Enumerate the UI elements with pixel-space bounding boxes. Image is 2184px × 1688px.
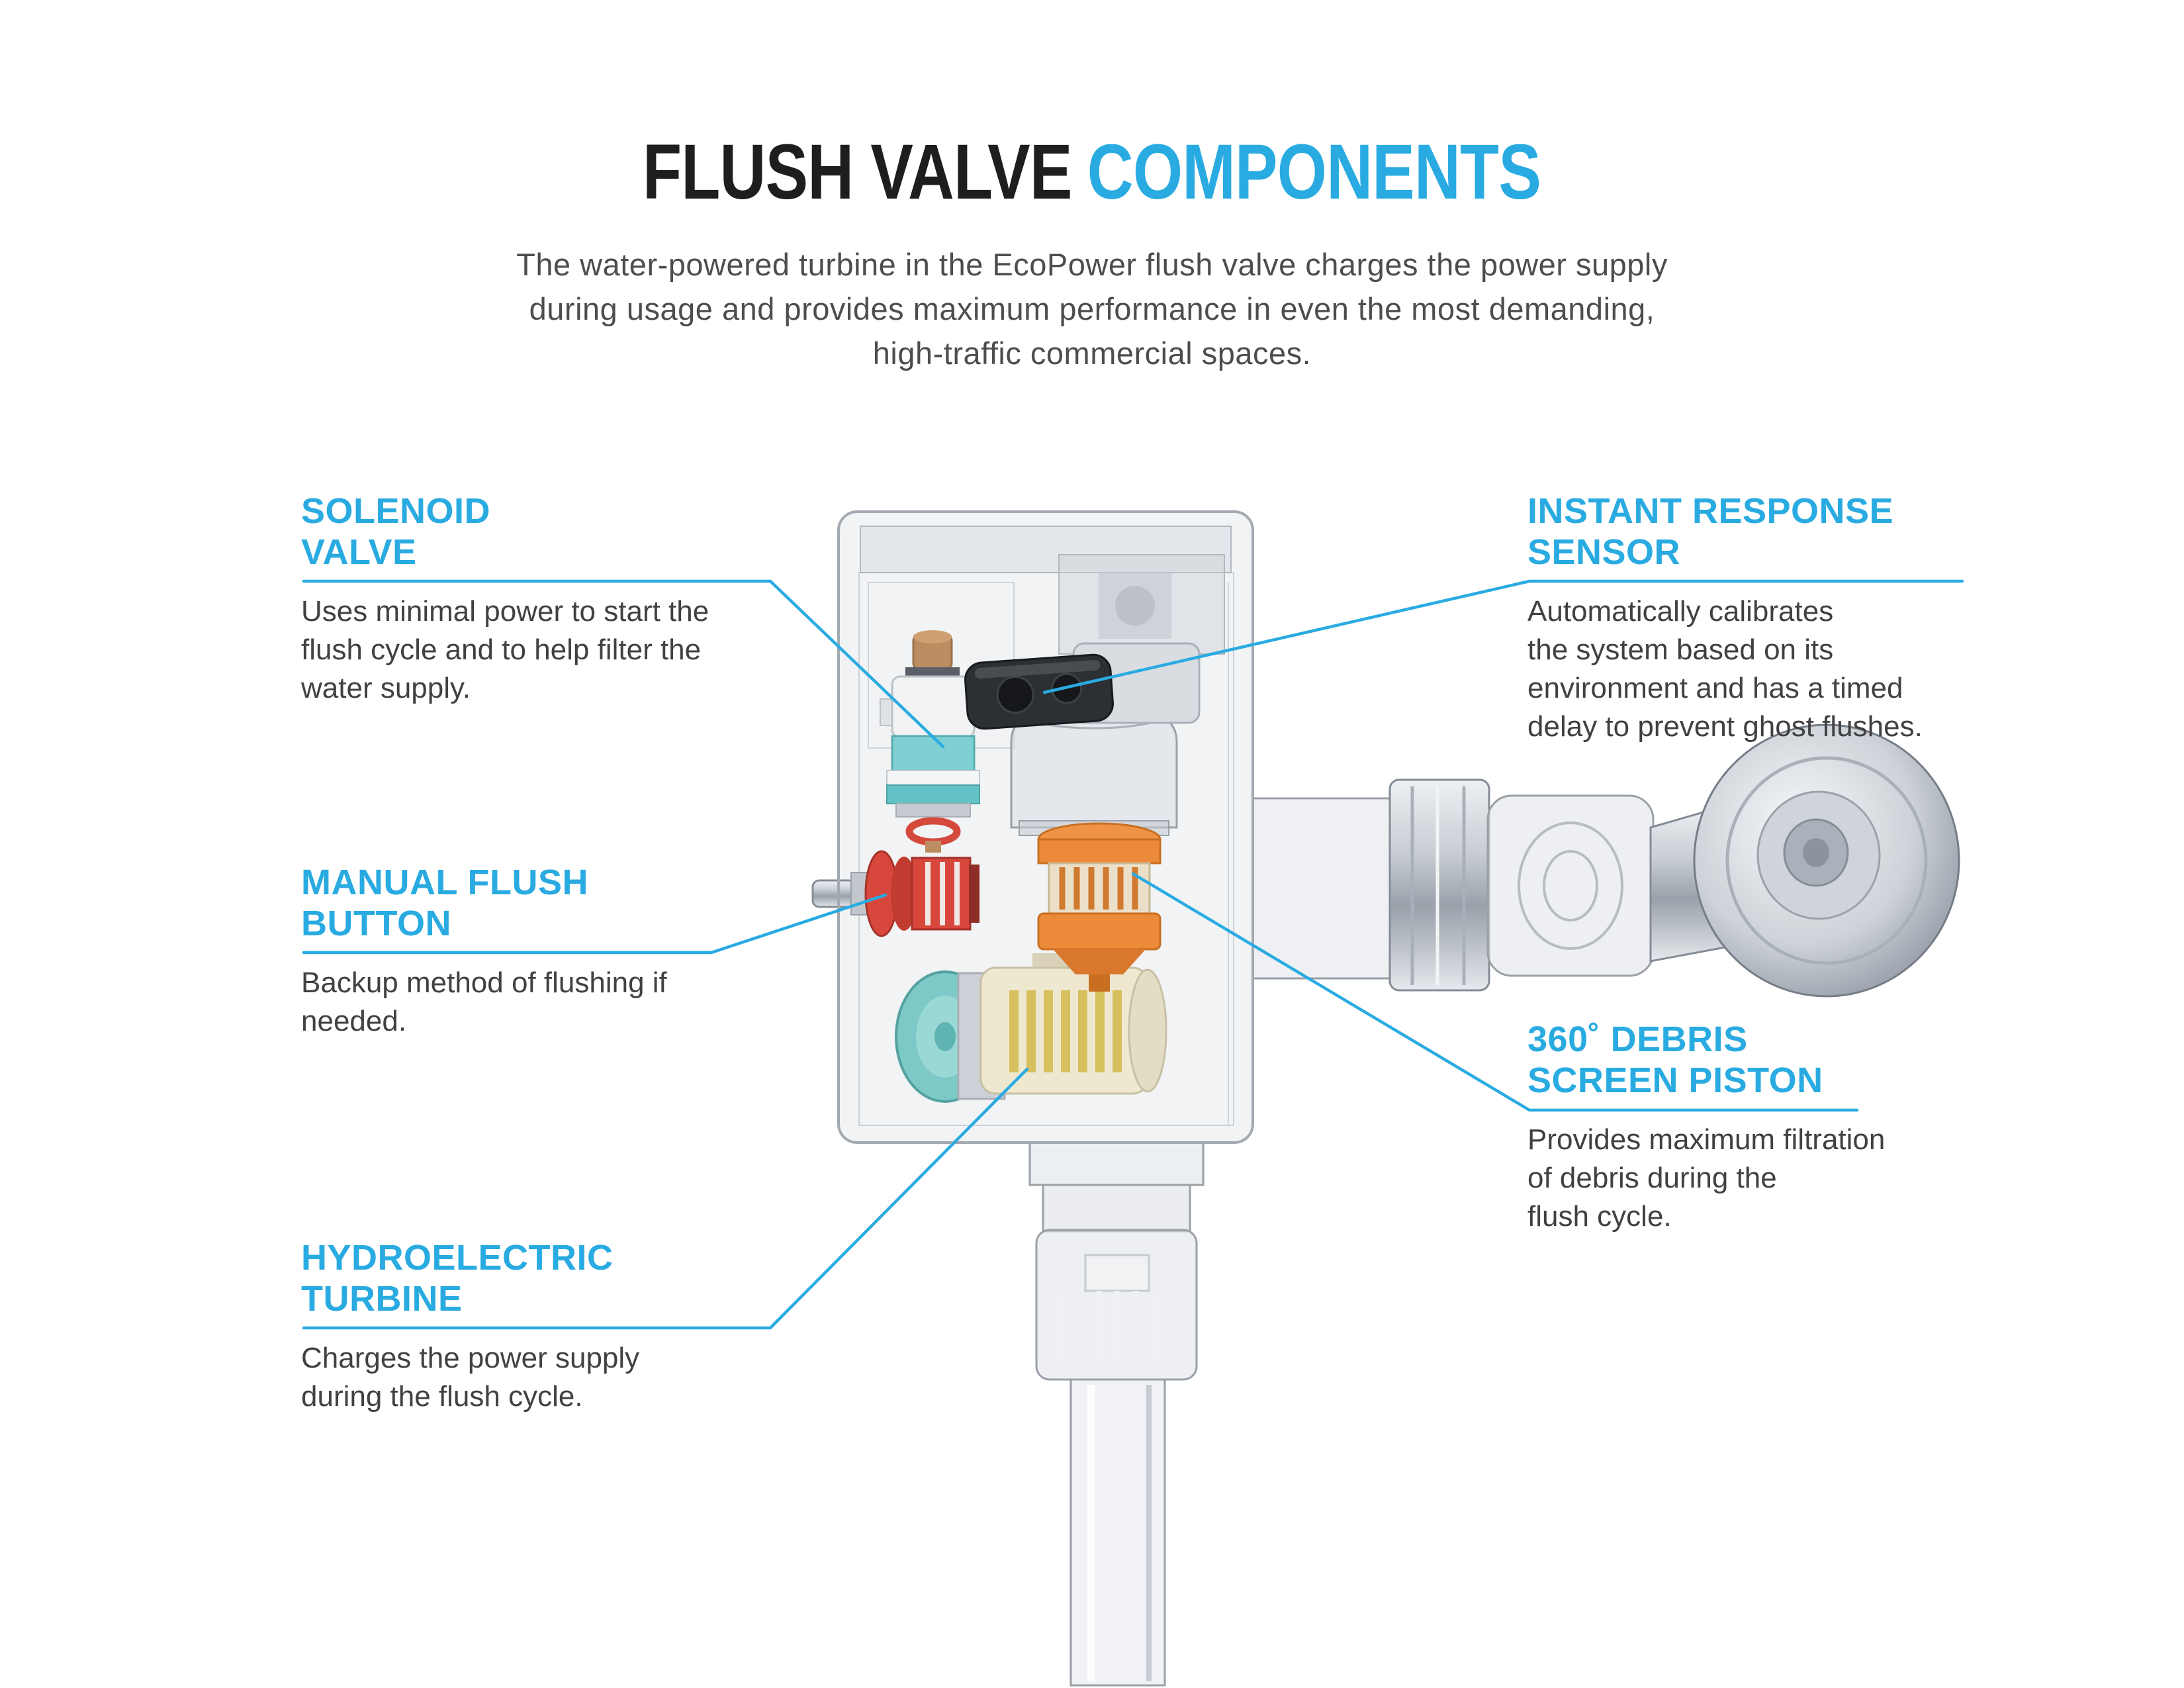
callout-instant-response-sensor: INSTANT RESPONSE SENSOR Automatically ca… — [1527, 491, 2097, 746]
callout-solenoid-title: SOLENOID VALVE — [301, 491, 491, 572]
callout-solenoid-body: Uses minimal power to start the flush cy… — [301, 595, 709, 705]
leader-line-manual-flush — [302, 893, 887, 955]
callout-turbine-title: HYDROELECTRIC TURBINE — [301, 1238, 614, 1319]
callout-sensor-body: Automatically calibrates the system base… — [1527, 595, 1923, 743]
tube-flange — [1028, 1141, 1205, 1186]
callout-debris-screen-piston: 360˚ DEBRIS SCREEN PISTON Provides maxim… — [1527, 1019, 2097, 1236]
leader-line-turbine — [302, 1067, 1029, 1330]
leader-line-solenoid — [302, 579, 945, 749]
callout-debris-title: 360˚ DEBRIS SCREEN PISTON — [1527, 1019, 1823, 1100]
callout-manual-flush-button: MANUAL FLUSH BUTTON Backup method of flu… — [301, 863, 831, 1041]
leader-lines — [302, 579, 1964, 1330]
leader-line-sensor — [1042, 579, 1964, 694]
leader-line-debris-piston — [1131, 872, 1859, 1112]
chrome-coupler — [1388, 778, 1490, 992]
top-cap — [860, 526, 1232, 573]
outlet-clear-tube — [1251, 797, 1400, 980]
instant-response-sensor-part — [964, 642, 1201, 730]
callout-hydroelectric-turbine: HYDROELECTRIC TURBINE Charges the power … — [301, 1238, 831, 1416]
outlet-assembly — [1251, 724, 1960, 998]
callout-turbine-body: Charges the power supply during the flus… — [301, 1342, 640, 1413]
title-main: FLUSH VALVE — [643, 128, 1073, 216]
hydroelectric-turbine-part — [895, 953, 1167, 1103]
sensor-eye — [996, 676, 1034, 714]
callout-manual-body: Backup method of flushing if needed. — [301, 966, 667, 1038]
callout-solenoid-valve: SOLENOID VALVE Uses minimal power to sta… — [301, 491, 831, 708]
callout-sensor-title: INSTANT RESPONSE SENSOR — [1527, 491, 1894, 572]
valve-body-outline — [837, 510, 1254, 1144]
callout-manual-title: MANUAL FLUSH BUTTON — [301, 863, 588, 943]
callout-debris-body: Provides maximum filtration of debris du… — [1527, 1123, 1886, 1233]
subtitle: The water-powered turbine in the EcoPowe… — [516, 247, 1668, 371]
vacuum-breaker-tube — [1028, 1141, 1205, 1687]
title-accent: COMPONENTS — [1087, 128, 1541, 216]
manual-flush-button-part — [811, 850, 979, 937]
